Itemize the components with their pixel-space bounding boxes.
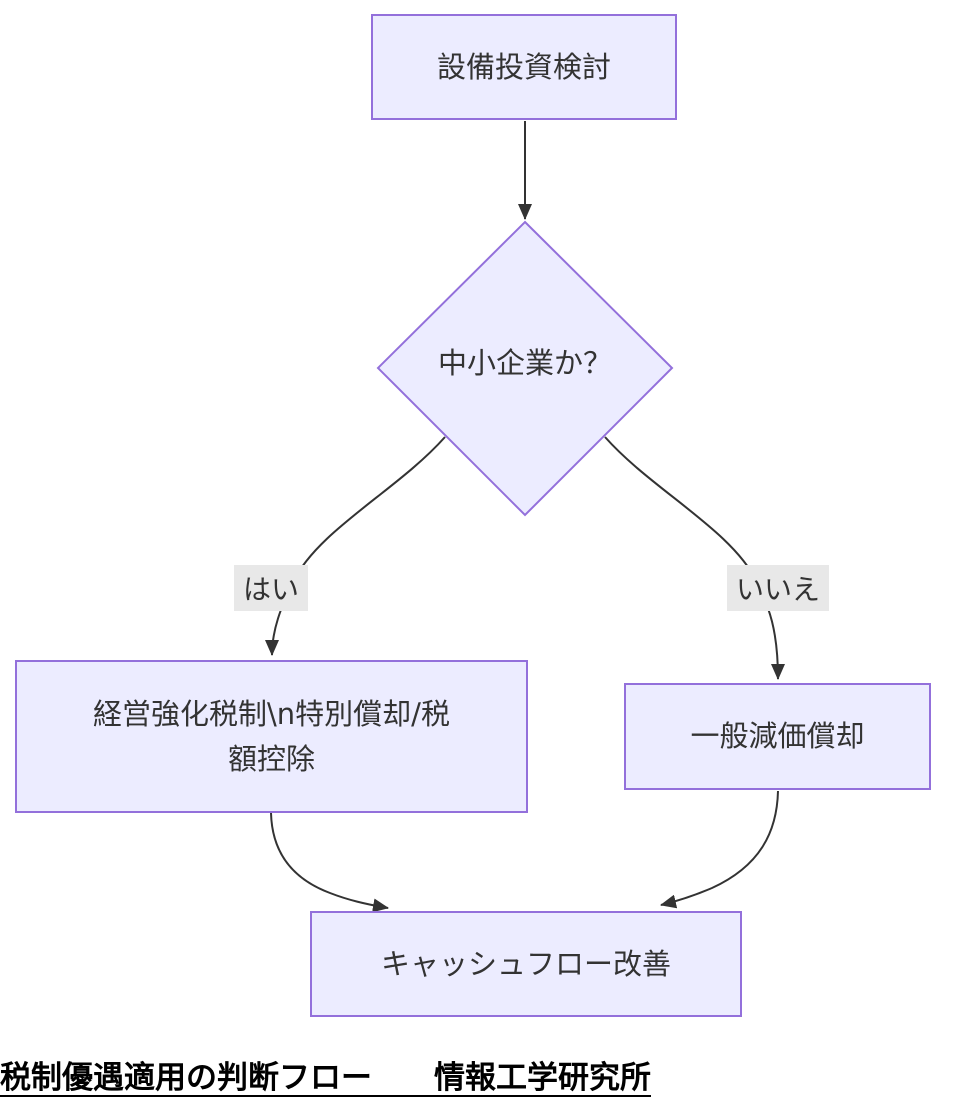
node-general-label: 一般減価償却	[690, 719, 865, 754]
node-sme-label: 経営強化税制\n特別償却/税額控除	[93, 696, 450, 776]
edge-sme-to-outcome	[270, 812, 389, 913]
node-sme: 経営強化税制\n特別償却/税額控除	[15, 660, 528, 813]
node-decision-label: 中小企業か？	[437, 346, 612, 380]
decision-diamond-shape	[376, 220, 674, 517]
node-outcome-label: キャッシュフロー改善	[380, 946, 671, 981]
edge-label-no: いいえ	[726, 565, 830, 611]
node-general: 一般減価償却	[624, 683, 931, 790]
caption: 税制優遇適用の判断フロー 情報工学研究所	[0, 1060, 651, 1096]
node-start: 設備投資検討	[371, 14, 677, 120]
node-start-label: 設備投資検討	[436, 49, 611, 84]
edge-decision-to-general	[604, 436, 785, 680]
edge-decision-to-sme	[265, 436, 446, 656]
edge-general-to-outcome	[660, 790, 779, 909]
edge-label-yes: はい	[233, 565, 309, 611]
node-outcome: キャッシュフロー改善	[310, 911, 742, 1017]
